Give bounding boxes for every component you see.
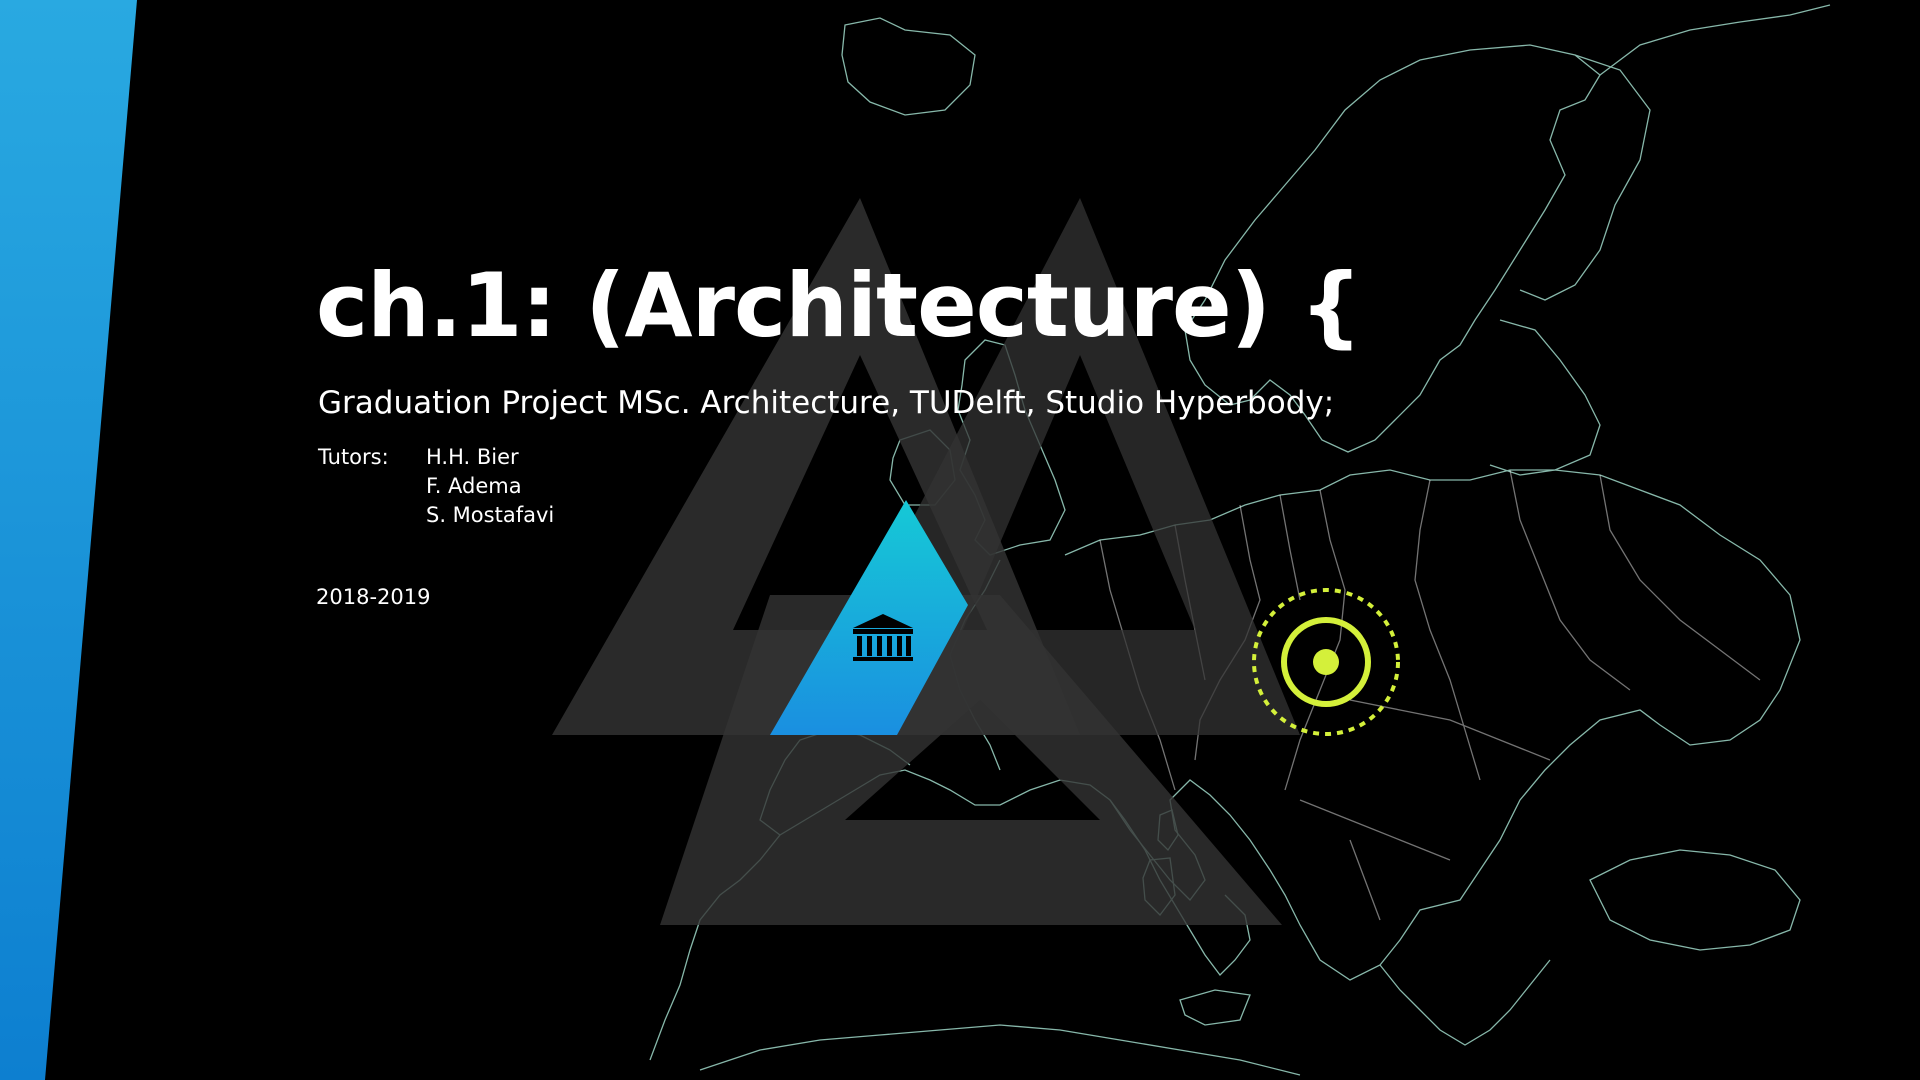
baltic-outline	[1489, 319, 1601, 476]
logo-triangle-highlight	[770, 500, 968, 735]
slide-title: ch.1: (Architecture) {	[316, 254, 1362, 357]
tutors-block: Tutors: H.H. Bier F. Adema S. Mostafavi	[318, 443, 554, 530]
black-sea-outline	[1589, 849, 1801, 951]
classical-building-icon	[853, 614, 913, 661]
slide-subtitle: Graduation Project MSc. Architecture, TU…	[318, 385, 1335, 421]
africa-coast	[699, 1024, 1301, 1076]
project-year: 2018-2019	[316, 585, 431, 609]
finland-outline	[1519, 54, 1651, 301]
logo-triangle-left	[552, 198, 1080, 735]
tutor-name: S. Mostafavi	[426, 503, 555, 527]
tutor-name: F. Adema	[426, 474, 522, 498]
tutors-label: Tutors:	[318, 445, 389, 469]
tutor-name: H.H. Bier	[426, 445, 519, 469]
tutor-list: H.H. Bier F. Adema S. Mostafavi	[426, 443, 554, 530]
sicily-outline	[1179, 989, 1251, 1026]
iceland-outline	[841, 17, 976, 116]
target-marker-icon	[1252, 588, 1400, 736]
north-russia-coast	[1599, 4, 1831, 76]
greece-outline	[1379, 959, 1551, 1046]
scandinavia-outline	[1184, 44, 1601, 453]
